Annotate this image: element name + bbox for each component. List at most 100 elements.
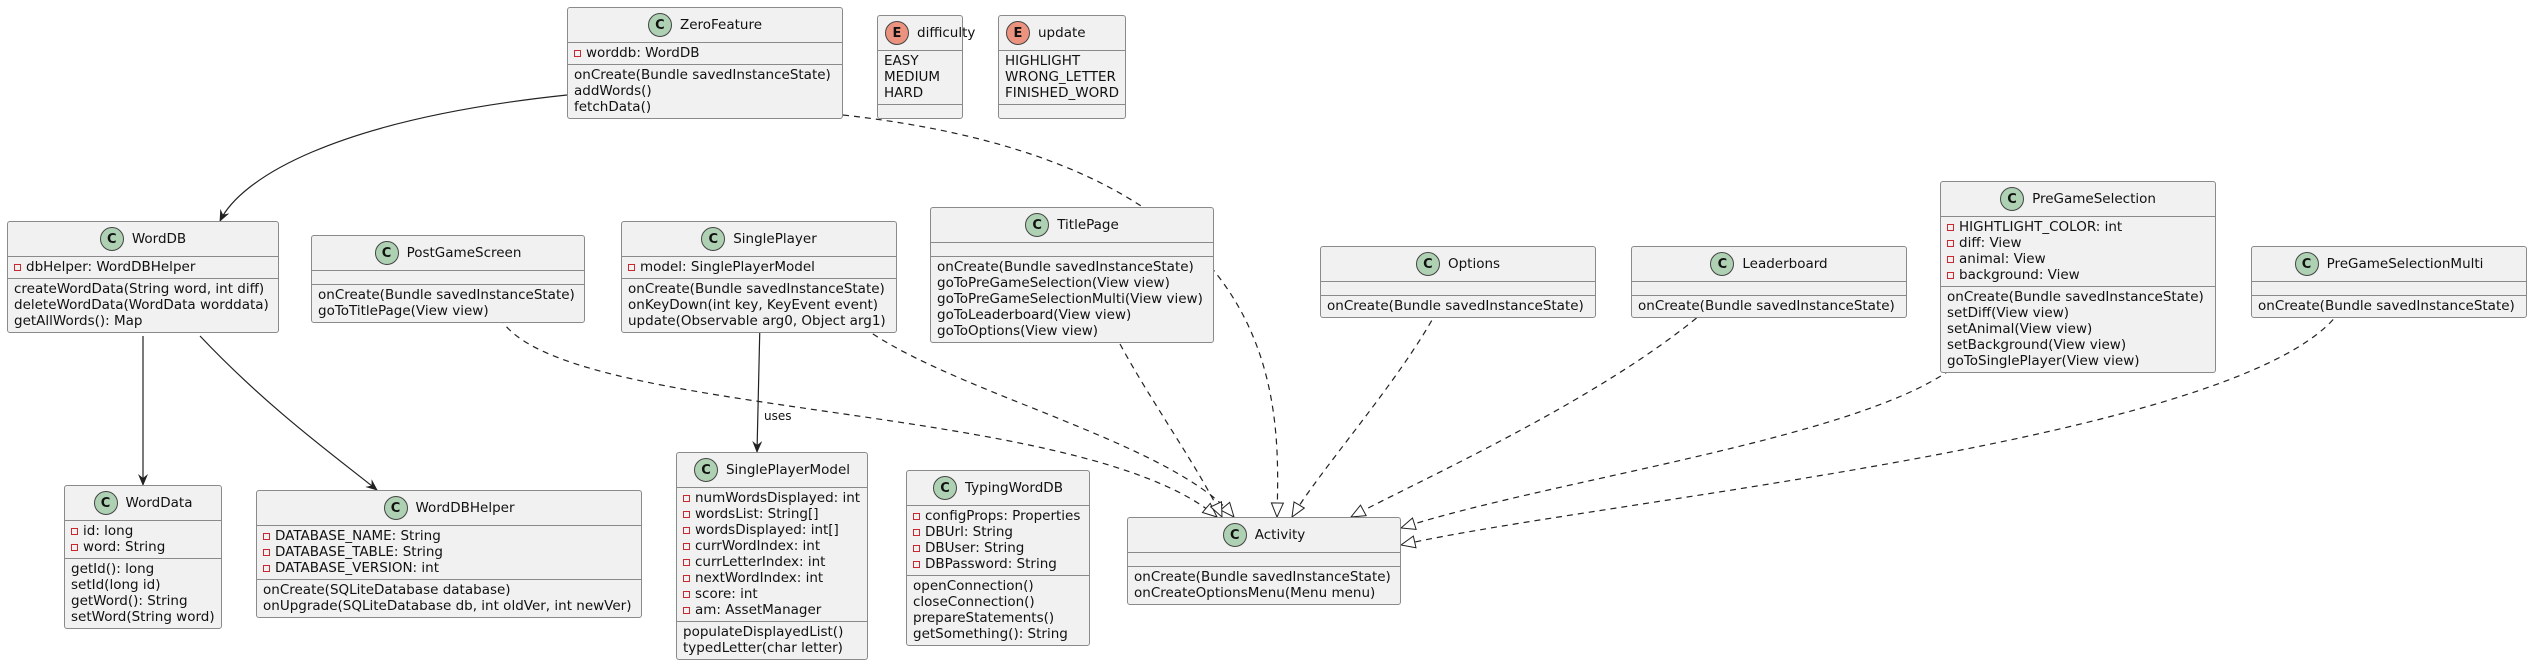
class-name: WordDB xyxy=(131,231,187,247)
enum-stereotype-icon: E xyxy=(1006,21,1030,45)
private-visibility-icon xyxy=(683,590,690,598)
relation-title-page-to-activity xyxy=(1119,343,1223,517)
field-row: DATABASE_NAME: String xyxy=(263,528,635,544)
method-text: createWordData(String word, int diff) xyxy=(14,281,265,297)
class-name: WordData xyxy=(125,495,193,511)
private-visibility-icon xyxy=(574,49,581,57)
class-stereotype-icon: C xyxy=(701,227,726,251)
method-row: onCreate(Bundle savedInstanceState) xyxy=(628,281,890,297)
field-row: id: long xyxy=(71,523,215,539)
fields-section xyxy=(1632,282,1906,296)
field-text: am: AssetManager xyxy=(695,602,822,618)
private-visibility-icon xyxy=(263,532,270,540)
field-text: score: int xyxy=(695,586,758,602)
method-row: setBackground(View view) xyxy=(1947,337,2209,353)
field-row: nextWordIndex: int xyxy=(683,570,861,586)
method-text: getId(): long xyxy=(71,561,155,577)
method-text: deleteWordData(WordData worddata) xyxy=(14,297,269,313)
method-row: goToOptions(View view) xyxy=(937,323,1207,339)
method-row: onCreate(Bundle savedInstanceState) xyxy=(2258,298,2520,314)
relation-single-player-to-single-player-model xyxy=(752,320,763,453)
enum-value-row: FINISHED_WORD xyxy=(1005,85,1119,101)
method-text: goToSinglePlayer(View view) xyxy=(1947,353,2140,369)
method-text: closeConnection() xyxy=(913,594,1035,610)
method-text: update(Observable arg0, Object arg1) xyxy=(628,313,886,329)
methods-section: onCreate(Bundle savedInstanceState) xyxy=(2252,296,2526,317)
method-row: onCreate(SQLiteDatabase database) xyxy=(263,582,635,598)
field-row: currWordIndex: int xyxy=(683,538,861,554)
private-visibility-icon xyxy=(683,558,690,566)
field-text: currLetterIndex: int xyxy=(695,554,826,570)
method-text: setId(long id) xyxy=(71,577,161,593)
method-text: setAnimal(View view) xyxy=(1947,321,2093,337)
private-visibility-icon xyxy=(683,526,690,534)
method-row: getSomething(): String xyxy=(913,626,1083,642)
field-row: word: String xyxy=(71,539,215,555)
field-text: animal: View xyxy=(1959,251,2046,267)
class-stereotype-icon: C xyxy=(374,241,399,265)
methods-section: createWordData(String word, int diff)del… xyxy=(8,279,278,332)
fields-section: model: SinglePlayerModel xyxy=(622,257,896,279)
method-row: deleteWordData(WordData worddata) xyxy=(14,297,272,313)
method-text: prepareStatements() xyxy=(913,610,1055,626)
private-visibility-icon xyxy=(913,528,920,536)
method-text: onCreate(Bundle savedInstanceState) xyxy=(1947,289,2204,305)
method-text: onKeyDown(int key, KeyEvent event) xyxy=(628,297,879,313)
field-row: DBUrl: String xyxy=(913,524,1083,540)
private-visibility-icon xyxy=(683,574,690,582)
field-row: worddb: WordDB xyxy=(574,45,836,61)
method-text: onCreate(Bundle savedInstanceState) xyxy=(2258,298,2515,314)
relation-pre-game-selection-to-activity xyxy=(1401,369,1951,528)
method-text: goToPreGameSelection(View view) xyxy=(937,275,1170,291)
class-stereotype-icon: C xyxy=(383,496,408,520)
method-text: onCreateOptionsMenu(Menu menu) xyxy=(1134,585,1376,601)
private-visibility-icon xyxy=(1947,239,1954,247)
enum-value-text: MEDIUM xyxy=(884,69,941,85)
fields-section xyxy=(2252,282,2526,296)
method-text: fetchData() xyxy=(574,99,652,115)
class-stereotype-icon: C xyxy=(99,227,124,251)
field-row: DBUser: String xyxy=(913,540,1083,556)
method-row: openConnection() xyxy=(913,578,1083,594)
field-text: background: View xyxy=(1959,267,2080,283)
field-row: DATABASE_TABLE: String xyxy=(263,544,635,560)
method-text: goToPreGameSelectionMulti(View view) xyxy=(937,291,1203,307)
method-row: prepareStatements() xyxy=(913,610,1083,626)
class-stereotype-icon: C xyxy=(2294,252,2319,276)
method-row: update(Observable arg0, Object arg1) xyxy=(628,313,890,329)
field-row: wordsList: String[] xyxy=(683,506,861,522)
field-text: wordsList: String[] xyxy=(695,506,819,522)
methods-section: onCreate(Bundle savedInstanceState)onKey… xyxy=(622,279,896,332)
field-text: nextWordIndex: int xyxy=(695,570,824,586)
class-stereotype-icon: C xyxy=(693,458,718,482)
field-text: wordsDisplayed: int[] xyxy=(695,522,839,538)
method-row: addWords() xyxy=(574,83,836,99)
fields-section: dbHelper: WordDBHelper xyxy=(8,257,278,279)
field-text: configProps: Properties xyxy=(925,508,1081,524)
method-row: onCreate(Bundle savedInstanceState) xyxy=(1638,298,1900,314)
method-row: setWord(String word) xyxy=(71,609,215,625)
private-visibility-icon xyxy=(263,564,270,572)
field-text: model: SinglePlayerModel xyxy=(640,259,815,275)
method-row: getWord(): String xyxy=(71,593,215,609)
private-visibility-icon xyxy=(683,606,690,614)
method-text: setBackground(View view) xyxy=(1947,337,2127,353)
method-text: onUpgrade(SQLiteDatabase db, int oldVer,… xyxy=(263,598,632,614)
field-text: word: String xyxy=(83,539,166,555)
methods-section: onCreate(Bundle savedInstanceState)addWo… xyxy=(568,65,842,118)
field-row: background: View xyxy=(1947,267,2209,283)
fields-section: worddb: WordDB xyxy=(568,43,842,65)
